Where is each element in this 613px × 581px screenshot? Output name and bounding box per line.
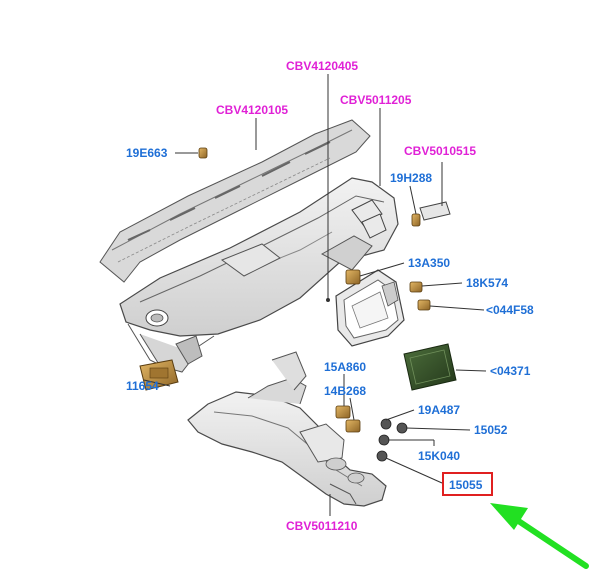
component-19e663	[198, 147, 208, 159]
component-18k574	[409, 281, 423, 293]
leader-lines	[143, 74, 487, 516]
label-19e663[interactable]: 19E663	[126, 146, 168, 160]
component-04371-display	[403, 343, 457, 391]
label-11654[interactable]: 11654	[126, 379, 159, 393]
floor-console	[187, 351, 387, 507]
component-15k040	[378, 434, 390, 446]
label-14b268[interactable]: 14B268	[324, 384, 366, 398]
center-bezel	[335, 269, 405, 347]
label-cbv4120105[interactable]: CBV4120105	[216, 103, 288, 117]
label-cbv5011205[interactable]: CBV5011205	[340, 93, 412, 107]
label-cbv5010515[interactable]: CBV5010515	[404, 144, 476, 158]
cross-car-beam	[99, 119, 371, 283]
component-13a350	[345, 269, 361, 285]
label-cbv4120405[interactable]: CBV4120405	[286, 59, 358, 73]
label-15a860[interactable]: 15A860	[324, 360, 366, 374]
label-cbv5011210[interactable]: CBV5011210	[286, 519, 358, 533]
label-15k040[interactable]: 15K040	[418, 449, 460, 463]
label-15055[interactable]: 15055	[449, 478, 483, 492]
label-18k574[interactable]: 18K574	[466, 276, 508, 290]
component-15055	[376, 450, 388, 462]
component-14b268	[345, 419, 361, 433]
label-15052[interactable]: 15052	[474, 423, 508, 437]
label-044f58[interactable]: <044F58	[486, 303, 534, 317]
component-15a860	[335, 405, 351, 419]
label-19a487[interactable]: 19A487	[418, 403, 460, 417]
label-13a350[interactable]: 13A350	[408, 256, 450, 270]
component-044f58	[417, 299, 431, 311]
component-19h288	[411, 213, 421, 227]
label-04371[interactable]: <04371	[490, 364, 531, 378]
component-19a487	[380, 418, 392, 430]
pointer-arrow-icon	[490, 503, 589, 569]
component-cbv5010515	[419, 201, 451, 221]
highlight-box	[442, 472, 493, 496]
component-15052	[396, 422, 408, 434]
label-19h288[interactable]: 19H288	[390, 171, 432, 185]
component-11654	[139, 359, 179, 391]
